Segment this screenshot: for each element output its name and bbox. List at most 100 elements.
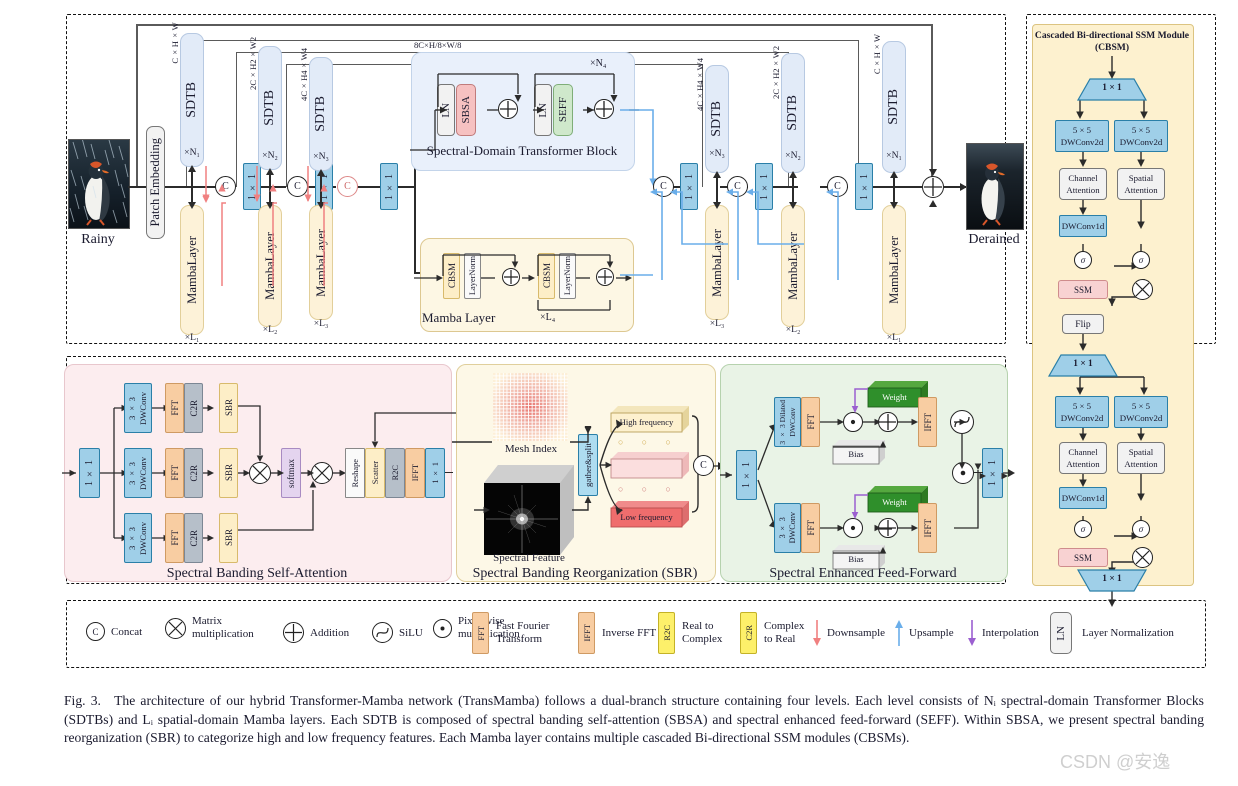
decoder-dim-label-1: 4C×H4×W4 [695,58,705,111]
output-image-label: Derained [968,232,1020,247]
matmul-icon [165,617,186,639]
interpolation-icon [967,620,977,646]
sbsa-ifft: IFFT [405,448,425,498]
sbsa-reshape-label: Reshape [350,458,360,488]
cbsm-ssm-2-label: SSM [1073,552,1092,563]
cbsm-channel-attention-2-label: Channel Attention [1066,447,1100,469]
cbsm-sigma-right-2-label: σ [1138,524,1144,534]
mamba-ln-2: LayerNorm [559,253,576,299]
legend-addition-label: Addition [310,626,350,639]
mamba-add-1 [502,268,520,286]
patch-embedding-label: Patch Embedding [148,138,162,227]
spectral-feature-label: Spectral Feature [493,552,565,564]
mamba-add-2 [596,268,614,286]
figure-caption-label: Fig. 3. [64,693,101,708]
encoder-mamba-1-reps: ×L₁ [184,332,200,343]
legend-item-addition: Addition [283,622,349,643]
sbsa-matmul-1 [249,462,271,484]
encoder-arrowheads-3 [317,169,325,209]
cbsm-title-line2: (CBSM) [1094,42,1130,53]
sbsa-c2r-1-label: C2R [188,399,199,417]
legend-upsample-label: Upsample [909,627,954,639]
cbsm-proj-in-2-label: 1 × 1 [1073,359,1093,369]
legend-item-silu: SiLU [372,622,423,643]
global-skip-line-4-left [286,64,288,187]
decoder-arrowheads-3 [890,171,898,209]
encoder-mamba-3-reps: ×L₃ [313,318,329,329]
seff-bias-top-label: Bias [848,449,864,459]
cbsm-right-conv-2-label: 5 × 5 DWConv2d [1119,401,1163,423]
legend-item-matmul: Matrix multiplication [165,615,254,641]
sdtb-add-1 [498,99,518,119]
seff-fft-bottom: FFT [801,503,820,553]
cbsm-channel-attention-2: Channel Attention [1059,442,1107,474]
mamba-detail-reps: ×L₄ [540,312,556,323]
sbsa-sbr-1: SBR [219,383,238,433]
sbsa-scatter-label: Scatter [370,461,380,485]
sdtb-sbsa: SBSA [456,84,476,136]
legend-matmul-label: Matrix multiplication [192,615,254,640]
legend-concat-label: Concat [111,625,143,638]
legend-item-concat: C Concat [86,622,142,641]
decoder-concat-2-label: C [734,181,741,192]
sbsa-dwconv-3: 3 × 3 DWConv [124,513,152,563]
low-frequency-label: Low frequency [620,512,673,522]
sbsa-dwconv-1-label: 3 × 3 DWConv [127,391,148,425]
seff-fft-top: FFT [801,397,820,447]
sbsa-proj-out: 1 × 1 [425,448,445,498]
sbsa-c2r-3-label: C2R [188,529,199,547]
decoder-sdtb-3-reps: ×N₁ [886,150,902,161]
mamba-ln-1: LayerNorm [464,253,481,299]
decoder-mamba-1-reps: ×L₃ [709,318,725,329]
sbr-title: Spectral Banding Reorganization (SBR) [472,566,698,581]
c2r-box-glyph: C2R [743,625,754,641]
encoder-arrow-v-2 [269,170,271,206]
encoder-sdtb-1-reps: ×N₁ [184,147,200,158]
cbsm-right-conv-1: 5 × 5 DWConv2d [1114,120,1168,152]
cbsm-left-conv-1: 5 × 5 DWConv2d [1055,120,1109,152]
final-to-output [944,186,966,188]
sbsa-merge-wires [238,405,346,531]
encoder-sdtb-2-reps: ×N₂ [262,150,278,161]
cbsm-matmul-1 [1132,279,1153,300]
legend-item-downsample: Downsample [812,620,885,646]
downsample-icon [812,620,822,646]
pixelwise-mul-icon [433,618,452,638]
cbsm-spatial-attention-1-label: Spatial Attention [1124,173,1158,195]
fft-box-glyph: FFT [475,625,486,641]
legend-layernorm-label: Layer Normalization [1082,627,1174,639]
encoder-bus-1 [165,186,225,188]
sbr-concat-label: C [700,460,707,471]
decoder-sdtb-1-label: SDTB [709,101,724,137]
seff-weight-top-label: Weight [882,392,907,402]
upsample-icon [894,620,904,646]
cbsm-flip-label: Flip [1075,318,1091,330]
decoder-conv-1: 1 × 1 [680,163,698,210]
legend-item-interpolation: Interpolation [967,620,1039,646]
r2c-box-glyph: R2C [661,625,672,641]
high-frequency-label: High frequency [619,417,674,427]
decoder-sdtb-3: SDTB [882,41,906,173]
global-skip-line-3-left [236,52,238,187]
encoder-bus-down [414,186,416,273]
decoder-arrow-v-1 [716,173,718,206]
seff-ifft-top: IFFT [918,397,937,447]
seff-pixmul-bottom [843,518,863,538]
legend-ifft-label: Inverse FFT [602,627,657,639]
cbsm-sigma-right-2: σ [1132,520,1150,538]
mamba-detail-title: Mamba Layer [422,310,496,325]
encoder-bus-2 [248,186,286,188]
legend-item-upsample: Upsample [894,620,954,646]
legend-fft-label: Fast Fourier Transform [496,620,550,645]
encoder-concat-1: C [215,176,236,197]
downsample-arrows-encoder [202,166,328,286]
cbsm-spatial-attention-2-label: Spatial Attention [1124,447,1158,469]
decoder-mamba-3-label: MambaLayer [886,236,901,304]
cbsm-ssm-1: SSM [1058,280,1108,299]
encoder-dim-label-1: C×H×W [170,22,180,64]
cbsm-spatial-attention-1: Spatial Attention [1117,168,1165,200]
encoder-arrow-v-1 [191,167,193,206]
encoder-sdtb-3: SDTB [309,57,333,171]
sbsa-fft-1: FFT [165,383,184,433]
decoder-sdtb-2-reps: ×N₂ [785,150,801,161]
